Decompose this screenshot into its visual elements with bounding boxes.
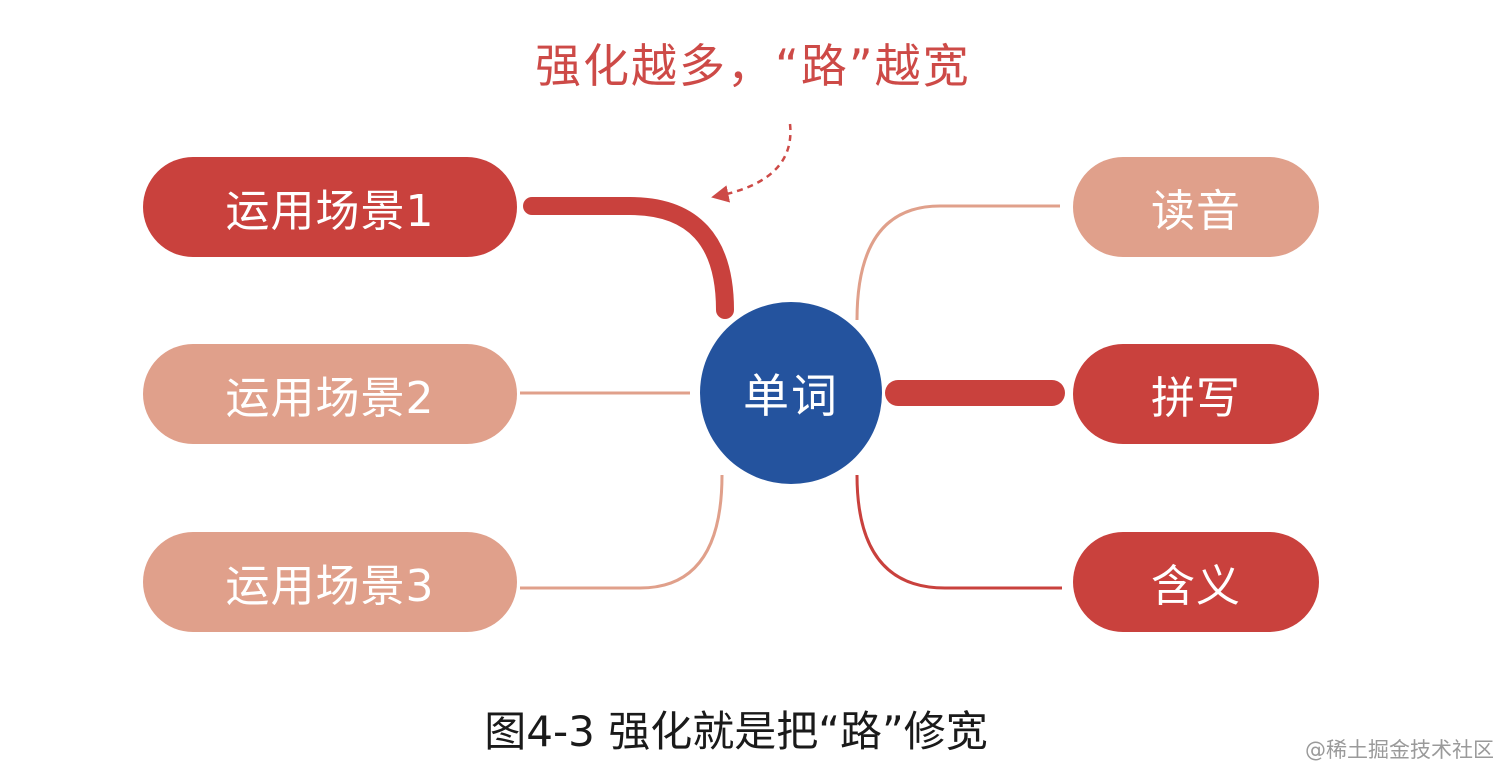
connector-meaning xyxy=(855,474,1062,590)
node-meaning: 含义 xyxy=(1073,532,1319,632)
annotation-arrow xyxy=(711,123,792,203)
node-pronunciation: 读音 xyxy=(1073,157,1319,257)
node-scene-1: 运用场景1 xyxy=(143,157,517,257)
node-scene-3: 运用场景3 xyxy=(143,532,517,632)
figure-caption: 图4-3 强化就是把“路”修宽 xyxy=(484,707,988,756)
center-node-word: 单词 xyxy=(700,302,882,484)
connector-scene-1 xyxy=(523,197,734,319)
connector-pron xyxy=(855,204,1060,321)
node-scene-2: 运用场景2 xyxy=(143,344,517,444)
watermark: @稀土掘金技术社区 xyxy=(1305,738,1494,762)
node-spelling: 拼写 xyxy=(1073,344,1319,444)
connector-scene-3 xyxy=(520,474,724,590)
annotation-text: 强化越多，“路”越宽 xyxy=(535,39,971,93)
